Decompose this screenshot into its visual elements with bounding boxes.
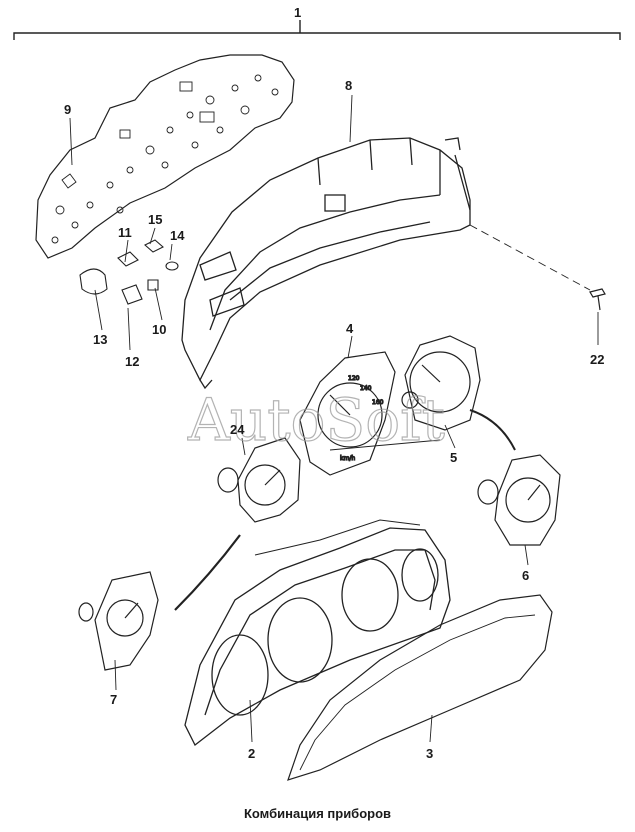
callout-1: 1 — [294, 5, 301, 20]
printed-circuit-board — [35, 54, 295, 259]
small-gauge-7 — [78, 571, 159, 671]
callout-22: 22 — [590, 352, 604, 367]
callout-14: 14 — [170, 228, 185, 243]
callout-11: 11 — [118, 225, 132, 240]
callout-13: 13 — [93, 332, 107, 347]
dial-label-140: 140 — [360, 385, 372, 392]
bulbs-and-sockets — [79, 239, 179, 305]
speedometer-dial: 120 140 160 km/h — [299, 351, 441, 476]
callout-labels: 1 2 3 4 5 6 7 8 9 10 11 12 13 14 15 22 2… — [64, 5, 604, 761]
callout-12: 12 — [125, 354, 139, 369]
small-gauge-24 — [174, 437, 301, 611]
front-panel — [184, 519, 451, 746]
callout-7: 7 — [110, 692, 117, 707]
callout-3: 3 — [426, 746, 433, 761]
callout-2: 2 — [248, 746, 255, 761]
figure-caption: Комбинация приборов — [243, 806, 392, 821]
cover-lens — [287, 594, 553, 781]
dial-label-160: 160 — [372, 399, 384, 406]
callout-8: 8 — [345, 78, 352, 93]
callout-24: 24 — [230, 422, 245, 437]
small-gauge-6 — [477, 454, 561, 546]
callout-10: 10 — [152, 322, 166, 337]
callout-15: 15 — [148, 212, 162, 227]
watermark: AutoSoft — [187, 386, 445, 454]
tachometer-gauge — [401, 335, 516, 451]
leader-lines — [69, 94, 599, 743]
cluster-housing — [181, 137, 471, 390]
assembly-bracket — [13, 20, 621, 40]
callout-5: 5 — [450, 450, 457, 465]
screw — [469, 224, 606, 311]
callout-4: 4 — [346, 321, 354, 336]
callout-6: 6 — [522, 568, 529, 583]
dial-unit-label: km/h — [340, 455, 355, 462]
callout-9: 9 — [64, 102, 71, 117]
dial-label-120: 120 — [348, 375, 360, 382]
